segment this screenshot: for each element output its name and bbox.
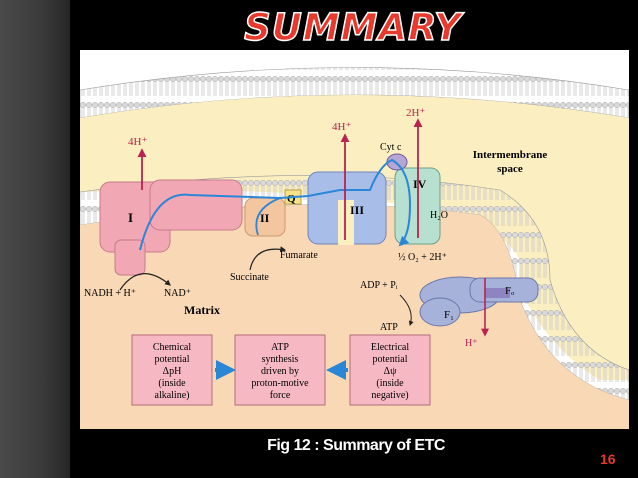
complex-2-label: II	[260, 211, 270, 225]
intermembrane-space	[80, 95, 629, 380]
succinate-electron-path	[255, 197, 281, 236]
complex-1	[99, 179, 243, 276]
proton-3-label: 4H⁺	[332, 121, 351, 133]
box-3-line-3: Δψ	[384, 366, 397, 377]
atp-synthase	[419, 276, 539, 327]
complex-1-label: I	[128, 210, 133, 225]
box-1-line-2: potential	[155, 354, 190, 365]
nadh-arrow	[119, 273, 171, 291]
box-3-line-4: (inside	[376, 378, 404, 389]
box-2-line-2: synthesis	[262, 354, 299, 365]
nad-label: NAD⁺	[164, 288, 191, 299]
box-2-line-5: force	[270, 390, 291, 401]
f1-label: F₁	[444, 309, 454, 321]
fo-label: Fₒ	[505, 285, 514, 297]
atp-arrow	[399, 294, 414, 326]
bottom-boxes	[131, 334, 431, 406]
nadh-label: NADH + H⁺	[84, 288, 136, 299]
box-1-line-4: (inside	[158, 378, 186, 389]
box-chemical	[131, 334, 213, 406]
etc-diagram: I II Q III IV Cyt c 4H⁺ 4H⁺ 2H⁺ Intermem…	[79, 67, 630, 429]
atp-label: ATP	[380, 322, 398, 333]
box-3-line-2: potential	[373, 354, 408, 365]
side-stripe	[0, 0, 70, 478]
page-number: 16	[600, 451, 616, 467]
h-out-label: H⁺	[465, 338, 478, 349]
complex-3	[307, 171, 387, 245]
succinate-label: Succinate	[230, 272, 269, 283]
proton-4-label: 2H⁺	[406, 107, 425, 119]
intermembrane-label-1: Intermembrane	[473, 149, 548, 161]
box-electrical	[349, 334, 431, 406]
figure-caption: Fig 12 : Summary of ETC	[267, 437, 445, 454]
box-2-line-1: ATP	[271, 342, 289, 353]
matrix-label: Matrix	[184, 303, 220, 317]
proton-1-label: 4H⁺	[128, 136, 147, 148]
etc-figure: I II Q III IV Cyt c 4H⁺ 4H⁺ 2H⁺ Intermem…	[79, 50, 630, 429]
adp-label: ADP + Pᵢ	[360, 280, 398, 291]
box-1-line-5: alkaline)	[155, 390, 190, 401]
box-1-line-1: Chemical	[153, 342, 192, 353]
complex-3-label: III	[350, 203, 364, 217]
q-label: Q	[287, 193, 296, 205]
box-2-line-4: proton-motive	[251, 378, 309, 389]
water-label: H₂O	[430, 210, 448, 221]
electron-path	[139, 158, 412, 251]
succinate-arrow	[249, 246, 287, 271]
box-1-line-3: ΔpH	[163, 366, 182, 377]
slide-title: SUMMARY	[243, 5, 462, 50]
fumarate-label: Fumarate	[280, 250, 318, 261]
oxygen-label: ½ O₂ + 2H⁺	[398, 252, 447, 263]
intermembrane-label-2: space	[497, 163, 523, 175]
box-3-line-5: negative)	[371, 390, 408, 401]
cyt-c-label: Cyt c	[380, 142, 402, 153]
complex-4-label: IV	[413, 177, 427, 191]
box-atp-synthesis	[234, 334, 326, 406]
box-2-line-3: driven by	[261, 366, 299, 377]
box-3-line-1: Electrical	[371, 342, 410, 353]
